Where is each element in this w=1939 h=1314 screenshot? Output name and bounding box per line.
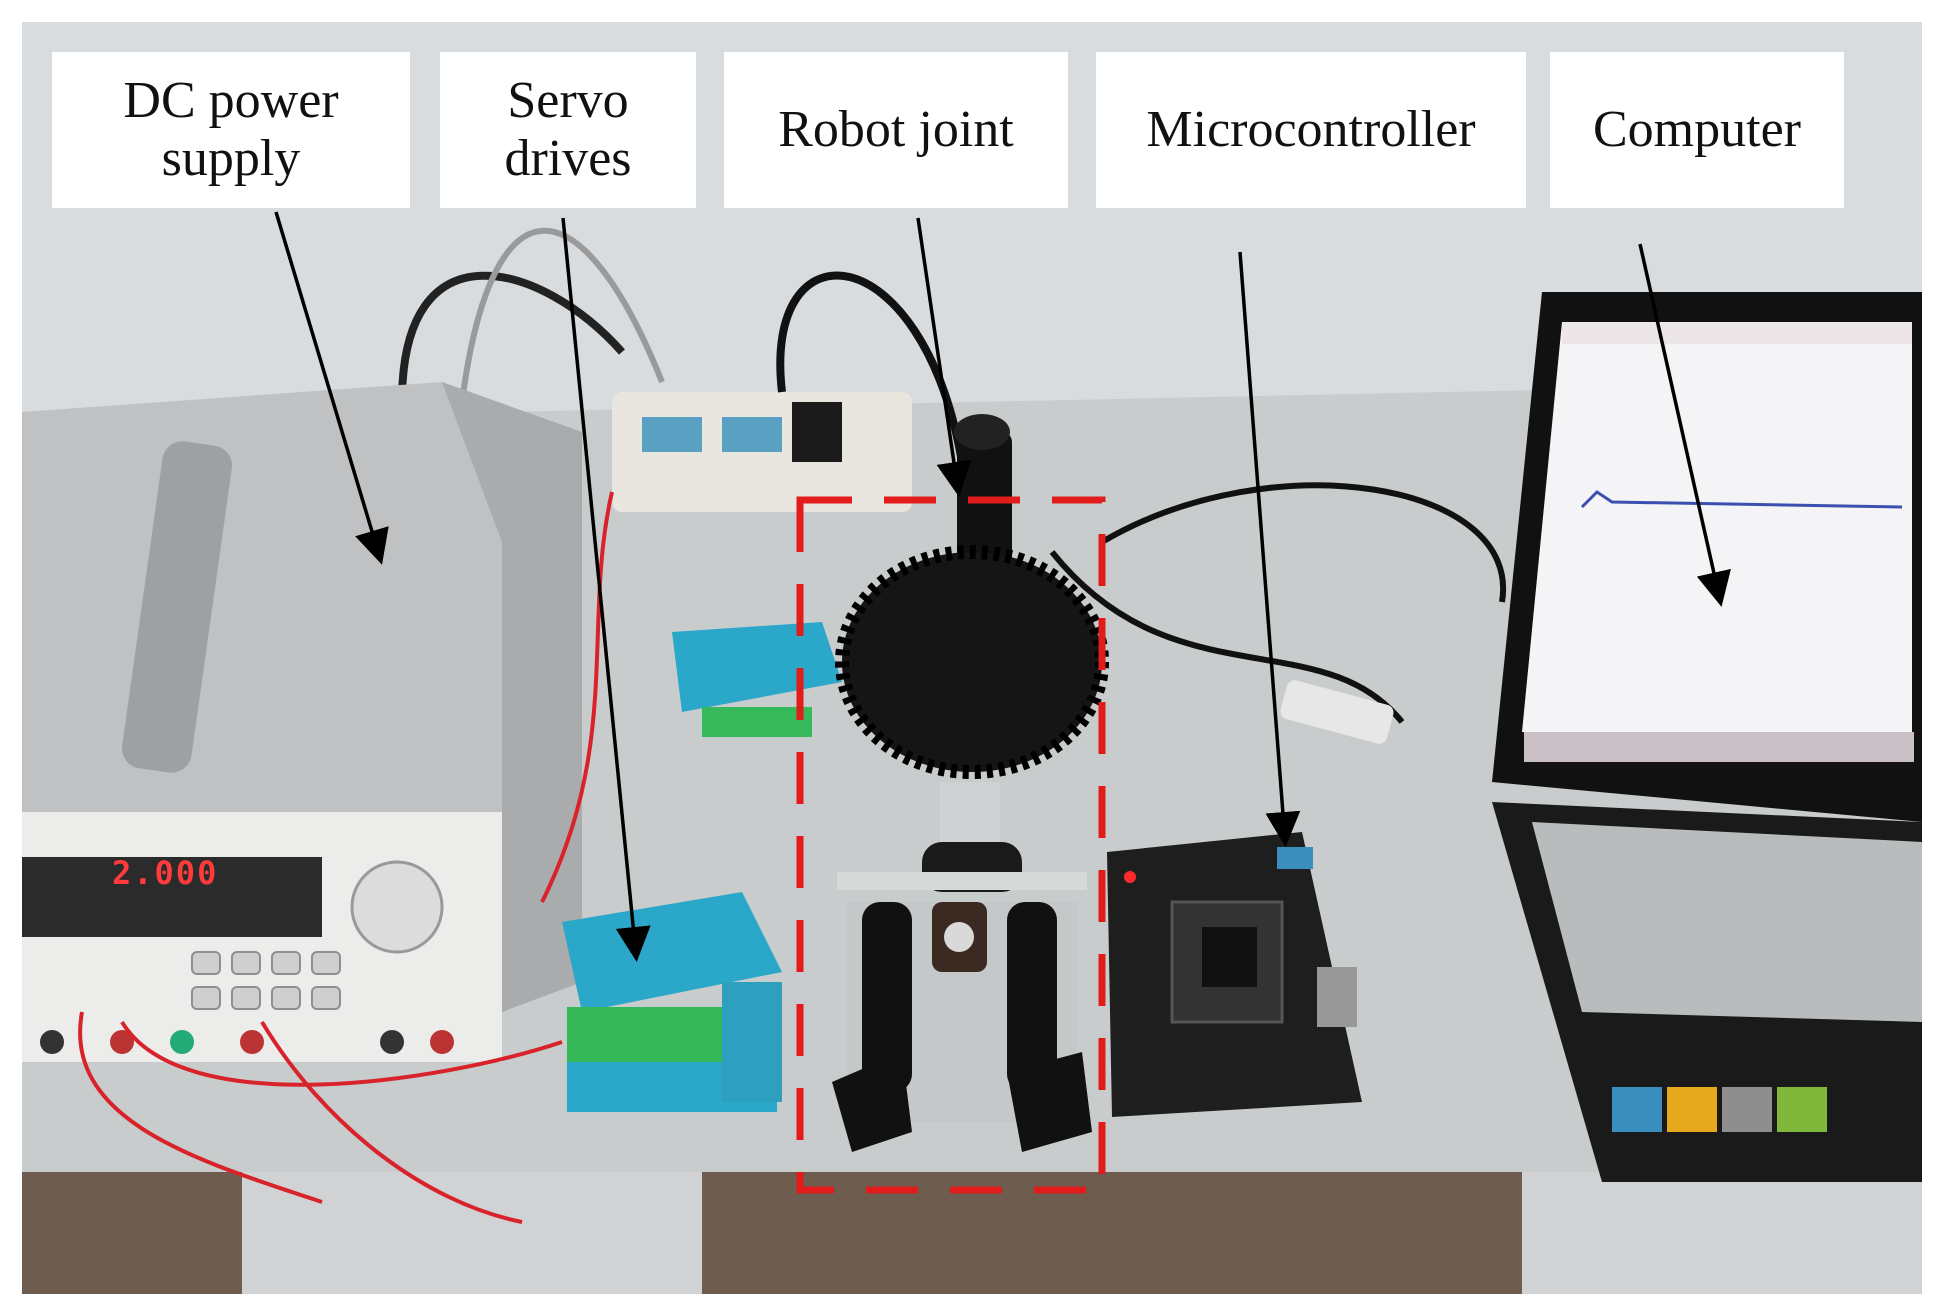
dc-power-supply [22, 382, 582, 1062]
label-servo-drives-text: Servo drives [504, 72, 632, 187]
laptop-computer [1492, 292, 1922, 1182]
label-computer-text: Computer [1593, 101, 1801, 158]
arrow-computer [1638, 243, 1731, 607]
label-dc-power-supply: DC power supply [52, 52, 410, 208]
label-robot-joint-text: Robot joint [778, 101, 1014, 158]
label-microcontroller-text: Microcontroller [1146, 101, 1476, 158]
label-computer: Computer [1550, 52, 1844, 208]
label-dc-power-supply-text: DC power supply [123, 72, 339, 187]
servo-drive-lower [562, 892, 782, 1112]
microcontroller-board [1107, 832, 1362, 1117]
lab-setup-photo [22, 22, 1922, 1294]
robot-joint [832, 414, 1109, 1152]
arrow-servo-drives [561, 217, 651, 962]
label-robot-joint: Robot joint [724, 52, 1068, 208]
arrow-robot-joint [916, 217, 972, 497]
power-supply-readout: 2.000 [112, 854, 219, 892]
arrow-dc-power-supply [274, 211, 389, 565]
label-microcontroller: Microcontroller [1096, 52, 1526, 208]
label-servo-drives: Servo drives [440, 52, 696, 208]
arrow-microcontroller [1238, 251, 1301, 847]
